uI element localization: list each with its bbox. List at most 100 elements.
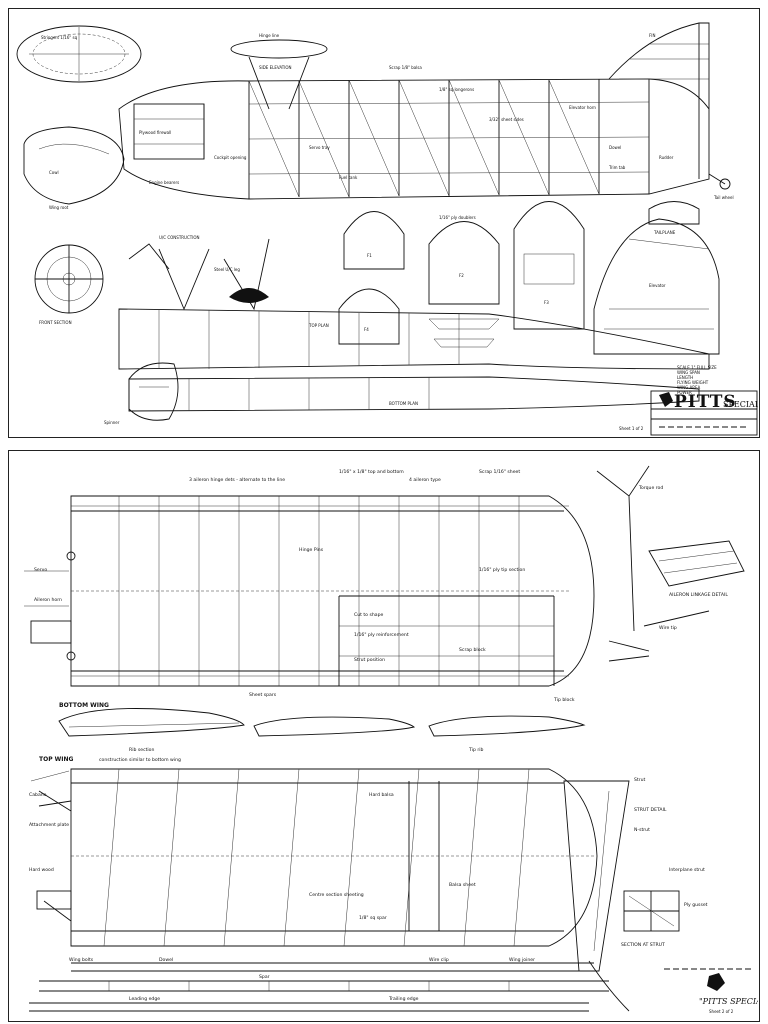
front-section-label: FRONT SECTION [39, 320, 72, 325]
interplane-strut: Strut N-strut STRUT DETAIL Interplane st… [563, 777, 705, 1012]
sheet1-title: PITTS [674, 392, 737, 412]
title-block-2: "PITTS SPECIAL" Sheet 2 of 2 [664, 968, 758, 1014]
note: Hard wood [29, 867, 54, 873]
note: 3/32" sheet sides [489, 117, 524, 122]
front-section-view: FRONT SECTION [34, 244, 104, 325]
crest-icon [659, 392, 673, 407]
note: Leading edge [129, 996, 160, 1002]
cowl-side-view: Stringers 1/16" sq [16, 25, 142, 83]
note: Tip block [553, 697, 575, 703]
note: Trailing edge [388, 996, 419, 1002]
undercarriage: U/C CONSTRUCTION Steel U/C leg [128, 235, 270, 311]
note: 1/8" sq longerons [439, 87, 474, 92]
note: Servo [34, 567, 47, 573]
bulkhead-f2: F2 [459, 273, 464, 278]
top-plan-label: TOP PLAN [308, 323, 329, 328]
note: Ply gusset [684, 902, 708, 908]
steel-leg-label: Steel U/C leg [214, 267, 240, 272]
note: Wing bolts [69, 957, 94, 963]
top-wing-plan: TOP WING construction similar to bottom … [29, 756, 598, 947]
engine-mount: Plywood firewall [133, 103, 205, 160]
top-wing-note: construction similar to bottom wing [99, 757, 181, 763]
bulkhead-f3: F3 [544, 300, 549, 305]
tail-wheel: Tail wheel [708, 173, 734, 200]
note: Spar [259, 974, 270, 980]
note: Wing joiner [509, 957, 535, 963]
plan-sheet-2: 3 aileron hinge dets - alternate to the … [8, 450, 760, 1022]
sheet2-title: "PITTS SPECIAL" [699, 997, 758, 1006]
bulkhead-formers: F1 F2 F3 F4 [338, 201, 585, 348]
note: Cut to shape [354, 612, 383, 618]
tip-rib-label: Tip rib [468, 747, 483, 753]
crest-icon [707, 973, 725, 991]
note: Wire clip [429, 957, 449, 963]
note: Fuel tank [339, 175, 358, 180]
spinner-section: Spinner [104, 362, 179, 425]
sheet1-title-suffix: SPECIAL [723, 400, 758, 409]
cowl-label: Cowl [49, 170, 59, 175]
title-block: PITTS SPECIAL Sheet 1 of 2 [619, 390, 758, 436]
fuselage-plan-views: TOP PLAN BOTTOM PLAN [118, 308, 710, 412]
note: 1/16" ply doublers [439, 215, 476, 220]
note: Interplane strut [669, 867, 705, 873]
aileron-linkage-label: AILERON LINKAGE DETAIL [669, 592, 728, 598]
note: 1/16" ply tip section [479, 567, 525, 573]
note: Strut [634, 777, 646, 783]
note: Attachment plate [29, 822, 69, 828]
note: Elevator [649, 283, 666, 288]
rib-section-label: Rib section [129, 747, 154, 753]
note: Hard balsa [369, 792, 394, 798]
wing-root-label: Wing root [49, 205, 69, 210]
note: Cabane [29, 792, 47, 798]
spec-item: WING AREA [677, 385, 701, 390]
top-wing-label: TOP WING [39, 756, 74, 763]
section-at-strut: SECTION AT STRUT Ply gusset [621, 890, 708, 948]
fin-and-rudder: FIN Rudder [608, 22, 710, 179]
strut-detail-label: STRUT DETAIL [634, 807, 667, 813]
bottom-wing-label: BOTTOM WING [59, 702, 109, 709]
spec-item: LENGTH [677, 375, 693, 380]
fuselage-drawing: Stringers 1/16" sq Cowl FRONT SECTION 1/… [16, 22, 758, 436]
aileron-linkage-detail: Torque rod AILERON LINKAGE DETAIL Wire t… [596, 465, 745, 662]
plan-sheet-1: Stringers 1/16" sq Cowl FRONT SECTION 1/… [8, 8, 760, 438]
tailplane-label: TAILPLANE [653, 230, 676, 235]
sheet1-label: Sheet 1 of 2 [619, 426, 644, 431]
note: Scrap block [459, 647, 486, 653]
bulkhead-f4: F4 [364, 327, 369, 332]
sheet2-label: Sheet 2 of 2 [709, 1009, 734, 1014]
note: Balsa sheet [449, 882, 476, 888]
note: 1/8" sq spar [359, 915, 387, 921]
spec-item: FLYING WEIGHT [677, 380, 709, 385]
note: 1/16" x 1/8" top and bottom [339, 469, 404, 475]
spec-item: WING SPAN [677, 370, 700, 375]
note: 3 aileron hinge dets - alternate to the … [189, 477, 285, 483]
note: Elevator horn [569, 105, 596, 110]
note: Engine bearers [149, 180, 179, 185]
note: Aileron horn [34, 597, 62, 603]
note: Dowel [609, 145, 621, 150]
note: Hinge Pins [299, 547, 324, 553]
rib-sections: Rib section Tip rib [58, 708, 586, 753]
note: Torque rod [638, 485, 663, 491]
note: Dowel [159, 957, 173, 963]
fuselage-side-view: 1/8" sq longerons 3/32" sheet sides [118, 78, 710, 200]
tailplane: TAILPLANE [648, 201, 700, 235]
cowl-front-view: Cowl [23, 126, 125, 205]
spec-item: POWER [677, 390, 692, 395]
note: Sheet spars [249, 692, 277, 698]
tail-wheel-label: Tail wheel [713, 195, 734, 200]
note: Scrap 1/8" balsa [389, 65, 422, 70]
wing-root-details [24, 551, 76, 661]
note: N-strut [634, 827, 650, 833]
uc-construction-label: U/C CONSTRUCTION [159, 235, 200, 240]
top-wing-root-hardware [30, 770, 72, 922]
section-at-strut-label: SECTION AT STRUT [621, 942, 665, 948]
note: Centre section sheeting [309, 892, 364, 898]
note: Stringers 1/16" sq [41, 35, 78, 40]
bottom-wing-plan: 3 aileron hinge dets - alternate to the … [34, 469, 595, 709]
bulkhead-f1: F1 [367, 253, 372, 258]
note: Servo tray [309, 145, 330, 150]
fin-label: FIN [649, 33, 655, 38]
cabane-struts: Hinge line [230, 33, 328, 110]
wing-drawing: 3 aileron hinge dets - alternate to the … [24, 465, 758, 1014]
